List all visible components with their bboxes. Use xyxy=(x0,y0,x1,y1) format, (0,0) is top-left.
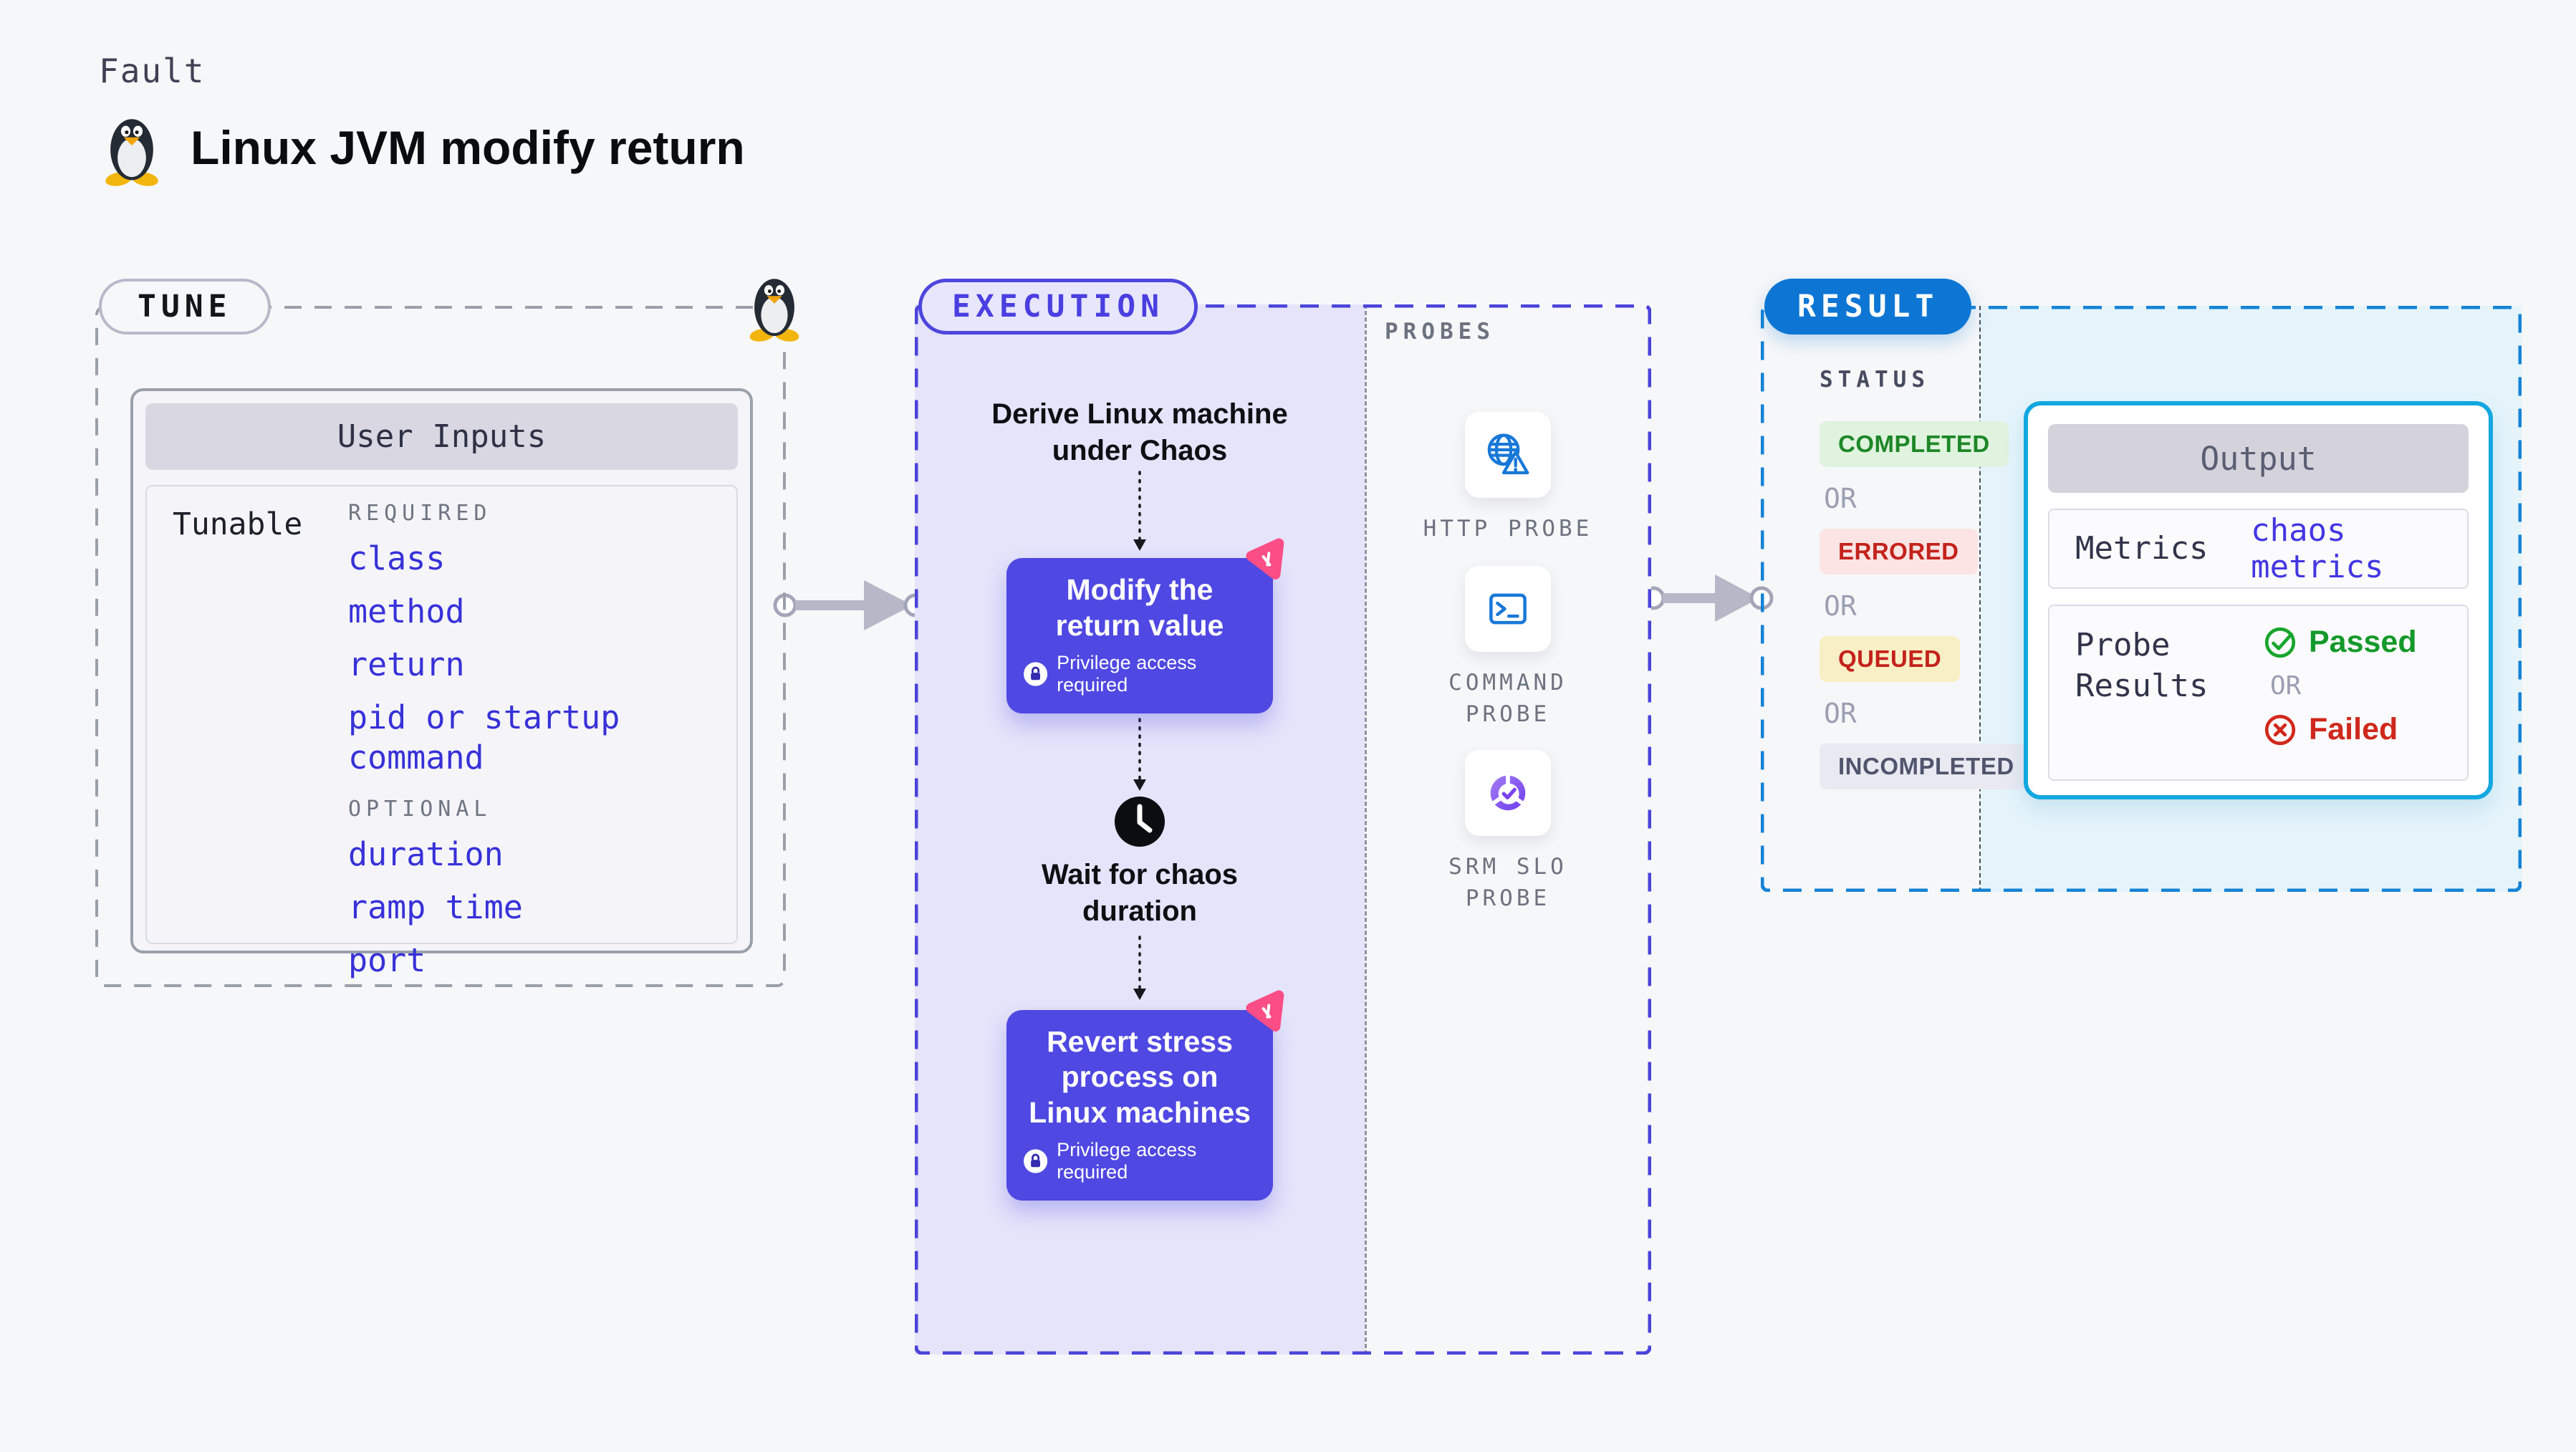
wait-step-text: Wait for chaos duration xyxy=(1041,858,1239,927)
x-circle-icon xyxy=(2264,714,2296,745)
failed-text: Failed xyxy=(2309,712,2398,746)
revert-stress-title: Revert stress process on Linux machines xyxy=(1029,1025,1251,1129)
tune-to-execution-arrow xyxy=(773,580,928,630)
output-card: Output Metrics chaos metrics Probe Resul… xyxy=(2024,401,2493,799)
globe-alert-icon xyxy=(1487,433,1529,475)
tux-penguin-icon xyxy=(105,119,158,186)
tunable-item: port xyxy=(348,941,426,979)
or-separator: OR xyxy=(1824,698,1857,729)
status-badge-incompleted: INCOMPLETED xyxy=(1820,744,2033,789)
derive-step-text: Derive Linux machine under Chaos xyxy=(991,398,1288,467)
privilege-text: Privilege access required xyxy=(1057,651,1197,696)
metrics-value: chaos metrics xyxy=(2251,512,2384,585)
probe-name: HTTP PROBE xyxy=(1423,516,1593,542)
privilege-badge: Privilege access required xyxy=(1024,1139,1256,1183)
tunables-panel: Tunable REQUIRED class method return pid… xyxy=(145,485,738,979)
status-label: STATUS xyxy=(1820,367,1930,393)
probe-name: SRM SLO PROBE xyxy=(1448,854,1567,911)
flow-connector-arrow xyxy=(1133,718,1146,791)
status-badge-errored: ERRORED xyxy=(1820,529,1978,574)
user-inputs-title: User Inputs xyxy=(145,403,738,470)
page-title: Linux JVM modify return xyxy=(191,121,745,174)
chaos-logo-icon xyxy=(1246,538,1284,580)
execution-zone-label: EXECUTION xyxy=(918,279,1198,335)
modify-return-title: Modify the return value xyxy=(1055,573,1224,642)
flow-connector-arrow xyxy=(1133,471,1146,552)
check-circle-icon xyxy=(2264,627,2296,658)
tunable-item: method xyxy=(348,592,465,630)
probe-results-label: Probe Results xyxy=(2075,627,2209,705)
lock-icon xyxy=(1024,1149,1048,1173)
probe-verdicts: Passed OR Failed xyxy=(2263,625,2417,779)
command-probe-card xyxy=(1465,566,1551,653)
clock-icon xyxy=(1115,796,1165,847)
privilege-badge: Privilege access required xyxy=(1024,652,1256,696)
probe-results-row: Probe Results Passed OR Failed xyxy=(2048,605,2469,781)
passed-text: Passed xyxy=(2309,625,2417,659)
fault-eyebrow: Fault xyxy=(99,52,206,90)
passed-verdict: Passed xyxy=(2263,625,2417,660)
terminal-icon xyxy=(1489,594,1527,625)
tux-penguin-icon xyxy=(749,279,799,342)
or-separator: OR xyxy=(1824,483,1857,514)
probe-name: COMMAND PROBE xyxy=(1448,670,1567,727)
privilege-text: Privilege access required xyxy=(1057,1138,1197,1183)
tune-zone-label: TUNE xyxy=(99,279,271,335)
output-title: Output xyxy=(2048,424,2469,493)
srm-slo-probe-card xyxy=(1465,750,1551,837)
page-header: Linux JVM modify return xyxy=(99,109,745,186)
revert-stress-node: Revert stress process on Linux machines … xyxy=(1006,990,1284,1201)
tunable-item: pid or startup command xyxy=(348,698,620,777)
metrics-row: Metrics chaos metrics xyxy=(2048,509,2469,589)
status-badge-completed: COMPLETED xyxy=(1820,421,2009,467)
execution-to-result-arrow xyxy=(1641,574,1774,622)
tunable-row-label: Tunable xyxy=(173,506,303,542)
or-separator: OR xyxy=(2270,671,2302,701)
tunable-item: return xyxy=(348,645,465,683)
tunable-item: ramp time xyxy=(348,888,523,926)
user-inputs-card: User Inputs Tunable REQUIRED class metho… xyxy=(130,388,753,979)
status-badge-queued: QUEUED xyxy=(1820,636,1961,682)
execution-flow: Derive Linux machine under Chaos Modify … xyxy=(915,304,1365,1201)
result-zone-label: RESULT xyxy=(1764,279,1972,335)
lock-icon xyxy=(1024,662,1048,686)
slo-pie-icon xyxy=(1490,774,1526,811)
chaos-logo-icon xyxy=(1246,990,1284,1032)
probes-list: HTTP PROBE COMMAND PROBE xyxy=(1365,304,1651,914)
modify-return-node: Modify the return value Privilege access… xyxy=(1006,538,1284,713)
http-probe-card xyxy=(1465,412,1551,498)
tunable-item: duration xyxy=(348,835,504,873)
or-separator: OR xyxy=(1824,590,1857,622)
optional-label: OPTIONAL xyxy=(348,797,492,822)
metrics-label: Metrics xyxy=(2075,530,2209,567)
failed-verdict: Failed xyxy=(2263,712,2398,747)
tunable-item: class xyxy=(348,539,446,577)
flow-connector-arrow xyxy=(1133,936,1146,1001)
tunables-list: REQUIRED class method return pid or star… xyxy=(348,501,736,981)
required-label: REQUIRED xyxy=(348,501,492,526)
status-column: STATUS COMPLETED OR ERRORED OR QUEUED OR… xyxy=(1820,367,2033,789)
